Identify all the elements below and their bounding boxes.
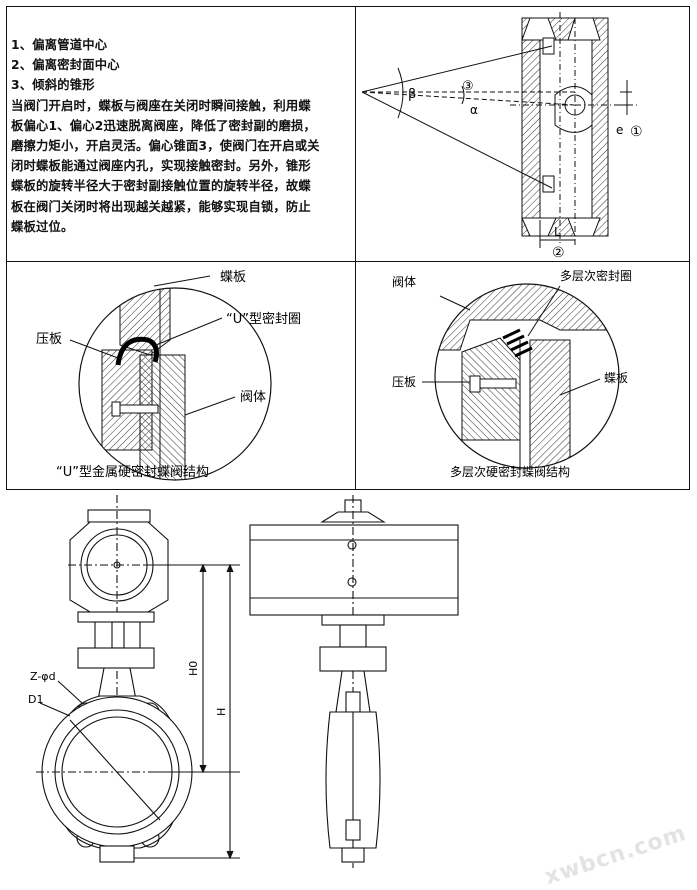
m-label-disc: 蝶板 (604, 370, 628, 385)
u-caption: “U”型金属硬密封蝶阀结构 (56, 464, 209, 480)
label-z-phi-d: Z-φd (30, 670, 56, 683)
m-label-multi-ring: 多层次密封圈 (560, 268, 632, 283)
principle-item-2: 2、偏离密封面中心 (11, 58, 120, 73)
u-seal-ring (115, 336, 159, 366)
mark-3-label: ③ (462, 79, 474, 94)
info-table: 1、偏离管道中心 2、偏离密封面中心 3、倾斜的锥形 当阀门开启时，蝶板与阀座在… (6, 6, 690, 490)
mark-2-label: ② (552, 245, 565, 261)
m-caption: 多层次硬密封蝶阀结构 (450, 464, 570, 479)
e-label: e (616, 123, 623, 137)
beta-label: β (408, 87, 416, 102)
u-label-disc: 蝶板 (220, 270, 246, 285)
m-label-pressure-plate: 压板 (392, 375, 416, 389)
principle-line-3: 磨擦力矩小，开启灵活。偏心锥面3，使阀门在开启或关 (11, 139, 320, 154)
multi-seal-ring (502, 328, 533, 358)
label-d1: D1 (28, 693, 43, 706)
eccentric-diagram (361, 12, 640, 248)
principle-item-3: 3、倾斜的锥形 (11, 78, 95, 93)
principle-line-4: 闭时蝶板能通过阀座内孔，实现接触密封。另外，锥形 (11, 159, 311, 174)
principle-line-7: 蝶板过位。 (11, 219, 74, 234)
table-divider-horizontal (7, 261, 689, 262)
u-seal-detail (69, 275, 272, 481)
label-h0: H0 (187, 661, 200, 676)
mark-1-label: ① (630, 124, 643, 140)
principle-line-1: 当阀门开启时，蝶板与阀座在关闭时瞬间接触，利用蝶 (11, 98, 311, 113)
m-label-body: 阀体 (392, 275, 416, 289)
principle-line-5: 蝶板的旋转半径大于密封副接触位置的旋转半径，故蝶 (11, 179, 311, 194)
principle-text: 1、偏离管道中心 2、偏离密封面中心 3、倾斜的锥形 当阀门开启时，蝶板与阀座在… (11, 35, 349, 237)
u-label-body: 阀体 (240, 390, 266, 405)
front-view-drawing (36, 495, 240, 863)
u-label-u-ring: “U”型密封圈 (226, 311, 301, 327)
table-divider-vertical (355, 7, 356, 489)
u-label-pressure-plate: 压板 (36, 332, 62, 347)
principle-line-6: 板在阀门关闭时将出现越关越紧，能够实现自锁，防止 (11, 199, 311, 214)
side-view-drawing (249, 495, 459, 868)
L-label: L (554, 225, 561, 239)
principle-line-2: 板偏心1、偏心2迅速脱离阀座，降低了密封副的磨损， (11, 118, 316, 133)
label-h: H (215, 708, 228, 716)
principle-item-1: 1、偏离管道中心 (11, 38, 108, 52)
multi-seal-detail (422, 283, 620, 469)
alpha-label: α (470, 103, 478, 117)
